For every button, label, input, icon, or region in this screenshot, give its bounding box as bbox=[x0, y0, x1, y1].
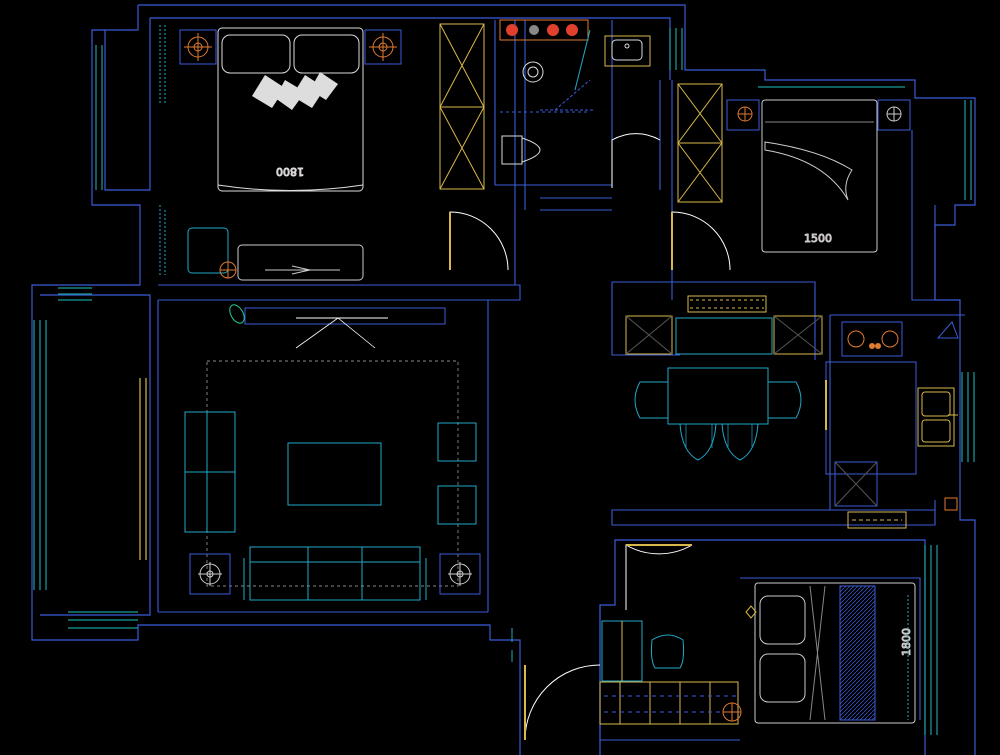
dining-set bbox=[634, 317, 802, 461]
living-room-furniture bbox=[184, 411, 481, 601]
master-bed-dimension: 1800 bbox=[276, 165, 304, 178]
second-bed-dimension: 1500 bbox=[804, 232, 832, 245]
third-bed: 1800 bbox=[754, 582, 916, 724]
doors bbox=[449, 79, 731, 741]
master-bed: 1800 bbox=[217, 27, 364, 192]
tv-console bbox=[229, 304, 446, 349]
third-bed-dimension: 1800 bbox=[900, 628, 913, 656]
living-room-rug bbox=[206, 360, 459, 587]
nightstands bbox=[179, 29, 402, 65]
master-wardrobe bbox=[439, 23, 485, 190]
entry-details bbox=[511, 197, 612, 662]
third-bedroom-furniture bbox=[599, 605, 757, 725]
windows bbox=[33, 28, 975, 735]
dining-cabinets bbox=[625, 295, 823, 355]
bathroom-fixtures bbox=[499, 19, 651, 165]
second-bedroom-furniture bbox=[677, 83, 911, 203]
kitchen bbox=[825, 321, 959, 529]
master-desk bbox=[159, 25, 364, 281]
interior-walls bbox=[157, 20, 965, 741]
second-bed: 1500 bbox=[761, 99, 878, 253]
exterior-walls bbox=[31, 4, 976, 755]
